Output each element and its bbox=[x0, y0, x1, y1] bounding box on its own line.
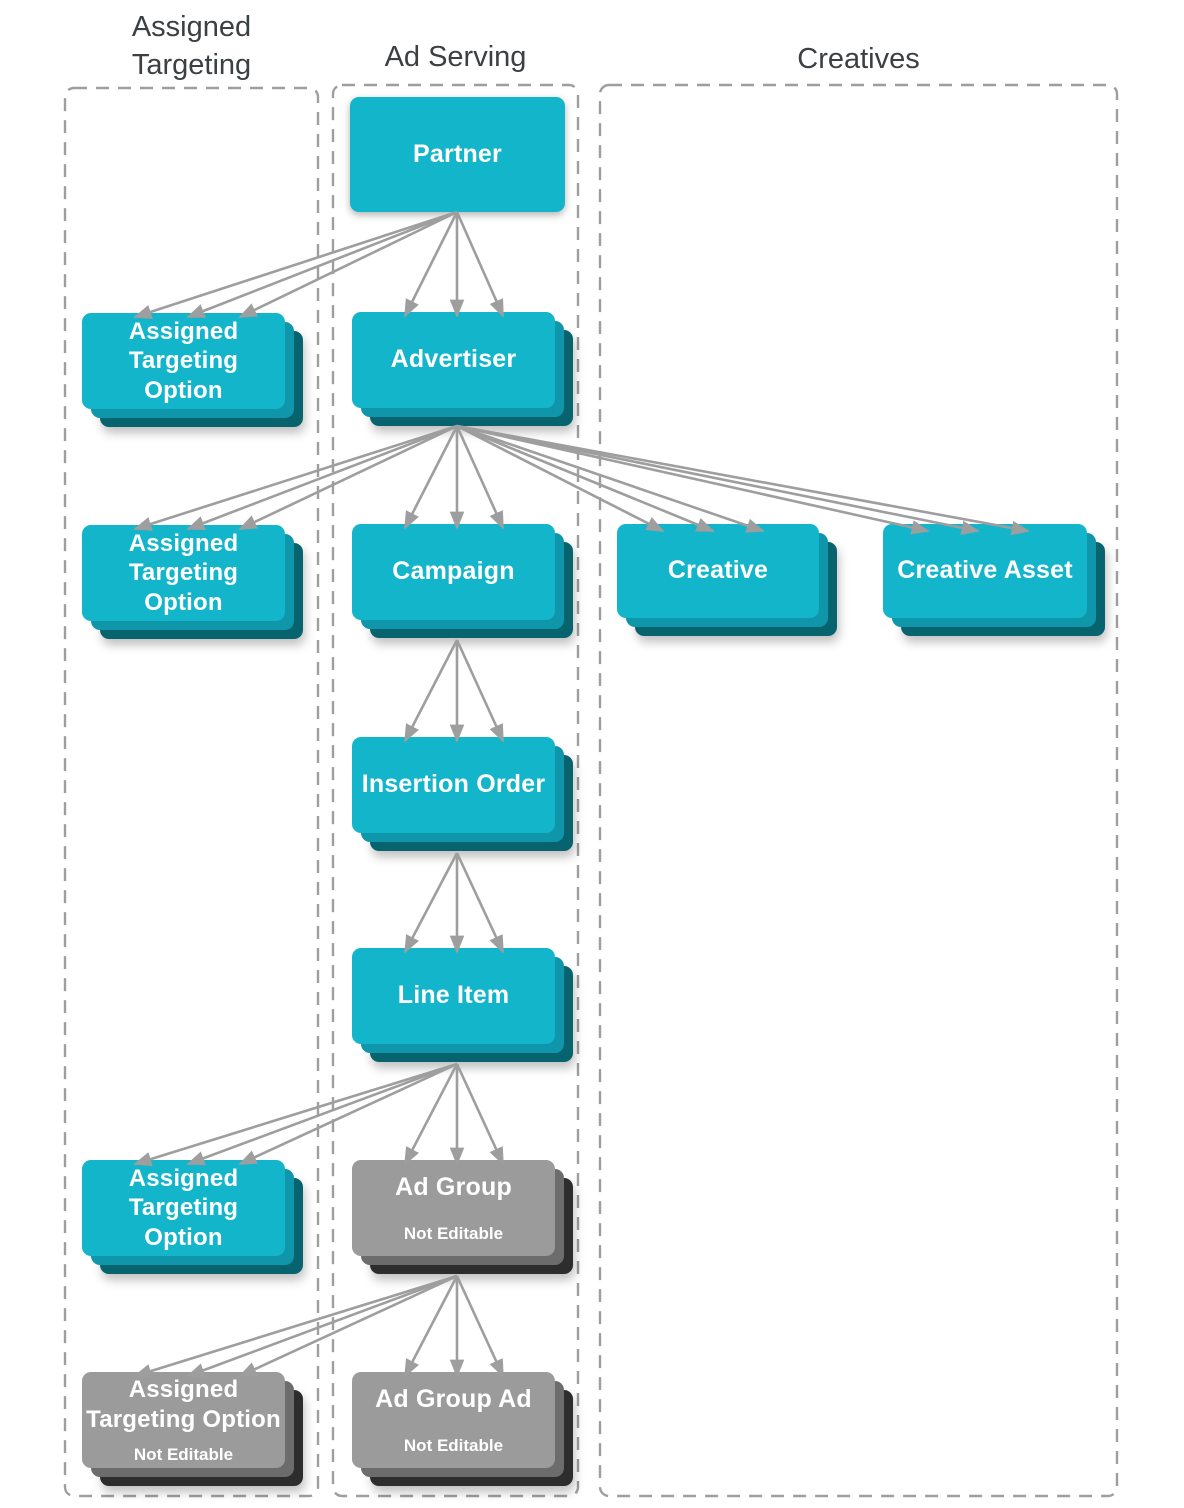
node-label: Line Item bbox=[397, 981, 510, 1010]
node-label: Targeting bbox=[128, 1194, 239, 1222]
node-label: Targeting bbox=[128, 559, 239, 587]
node-label: Campaign bbox=[392, 557, 515, 586]
node-label: Ad Group Ad bbox=[375, 1384, 532, 1413]
node-label: Creative Asset bbox=[897, 556, 1073, 585]
partner-node: Partner bbox=[350, 97, 565, 212]
node-sublabel: Not Editable bbox=[403, 1436, 504, 1456]
line-item-to-ad-group-arrow bbox=[403, 1063, 459, 1166]
ad-group-to-ad-group-ad-arrow bbox=[455, 1275, 505, 1378]
node-label: Ad Group bbox=[395, 1172, 512, 1201]
node-label: Insertion Order bbox=[361, 770, 546, 799]
partner-to-advertiser-arrow bbox=[403, 211, 459, 318]
advertiser-to-assigned-targeting-option-arrow bbox=[133, 424, 458, 531]
column-header-ad-serving: Ad Serving bbox=[384, 41, 527, 73]
node-label: Targeting Option bbox=[86, 1405, 281, 1433]
node-label: Assigned bbox=[128, 1165, 239, 1193]
advertiser-node: Advertiser bbox=[352, 312, 555, 408]
advertiser-to-creative-asset-arrow bbox=[456, 424, 980, 535]
line-item-to-assigned-targeting-option-arrow bbox=[186, 1062, 458, 1166]
advertiser-to-creative-arrow bbox=[456, 424, 715, 533]
ad-group-to-assigned-targeting-option-arrow bbox=[238, 1274, 458, 1378]
ad-group-to-assigned-targeting-option-arrow bbox=[133, 1274, 458, 1379]
node-label: Assigned bbox=[128, 530, 239, 558]
partner-to-assigned-targeting-option-arrow bbox=[186, 210, 458, 319]
line-item-to-assigned-targeting-option-arrow bbox=[238, 1062, 458, 1166]
campaign-to-insertion-order-arrow bbox=[455, 639, 505, 743]
node-label: Targeting bbox=[128, 347, 239, 375]
advertiser-to-campaign-arrow bbox=[403, 425, 459, 530]
line-item-to-ad-group-arrow bbox=[455, 1063, 505, 1166]
partner-to-assigned-targeting-option-arrow bbox=[238, 210, 458, 319]
node-label: Option bbox=[144, 588, 223, 616]
node-sublabel: Not Editable bbox=[403, 1224, 504, 1244]
advertiser-to-campaign-arrow bbox=[455, 425, 505, 530]
ad-group-ad-node: Ad Group Ad Not Editable bbox=[352, 1372, 555, 1468]
campaign-node: Campaign bbox=[352, 524, 555, 620]
advertiser-to-creative-arrow bbox=[456, 424, 665, 533]
ad-group-to-assigned-targeting-option-arrow bbox=[186, 1274, 458, 1378]
node-label: Assigned bbox=[128, 1376, 239, 1404]
partner-to-advertiser-arrow bbox=[455, 211, 505, 318]
column-border-assigned-targeting bbox=[63, 86, 320, 1498]
node-sublabel: Not Editable bbox=[133, 1444, 234, 1464]
insertion-order-node: Insertion Order bbox=[352, 737, 555, 833]
column-header-assigned-targeting: Assigned Targeting bbox=[131, 11, 252, 82]
ad-group-to-ad-group-ad-arrow bbox=[403, 1275, 459, 1378]
creative-asset-node: Creative Asset bbox=[883, 524, 1087, 618]
insertion-order-to-line-item-arrow bbox=[403, 852, 459, 954]
node-label: Partner bbox=[413, 139, 502, 168]
line-item-to-assigned-targeting-option-arrow bbox=[133, 1062, 458, 1167]
campaign-to-insertion-order-arrow bbox=[403, 639, 459, 743]
advertiser-to-creative-arrow bbox=[456, 424, 765, 533]
node-label: Option bbox=[144, 376, 223, 404]
advertiser-to-assigned-targeting-option-arrow bbox=[186, 424, 458, 531]
line-item-node: Line Item bbox=[352, 948, 555, 1044]
advertiser-to-creative-asset-arrow bbox=[456, 424, 930, 535]
node-label: Creative bbox=[667, 556, 769, 585]
node-label: Assigned bbox=[128, 318, 239, 346]
node-label: Option bbox=[144, 1223, 223, 1251]
node-label: Advertiser bbox=[390, 345, 517, 374]
creative-node: Creative bbox=[617, 524, 819, 618]
partner-to-assigned-targeting-option-arrow bbox=[133, 210, 458, 319]
column-border-creatives bbox=[598, 83, 1119, 1498]
advertiser-to-assigned-targeting-option-arrow bbox=[238, 424, 458, 531]
insertion-order-to-line-item-arrow bbox=[455, 852, 505, 954]
column-header-creatives: Creatives bbox=[797, 43, 920, 75]
advertiser-to-creative-asset-arrow bbox=[456, 424, 1030, 536]
